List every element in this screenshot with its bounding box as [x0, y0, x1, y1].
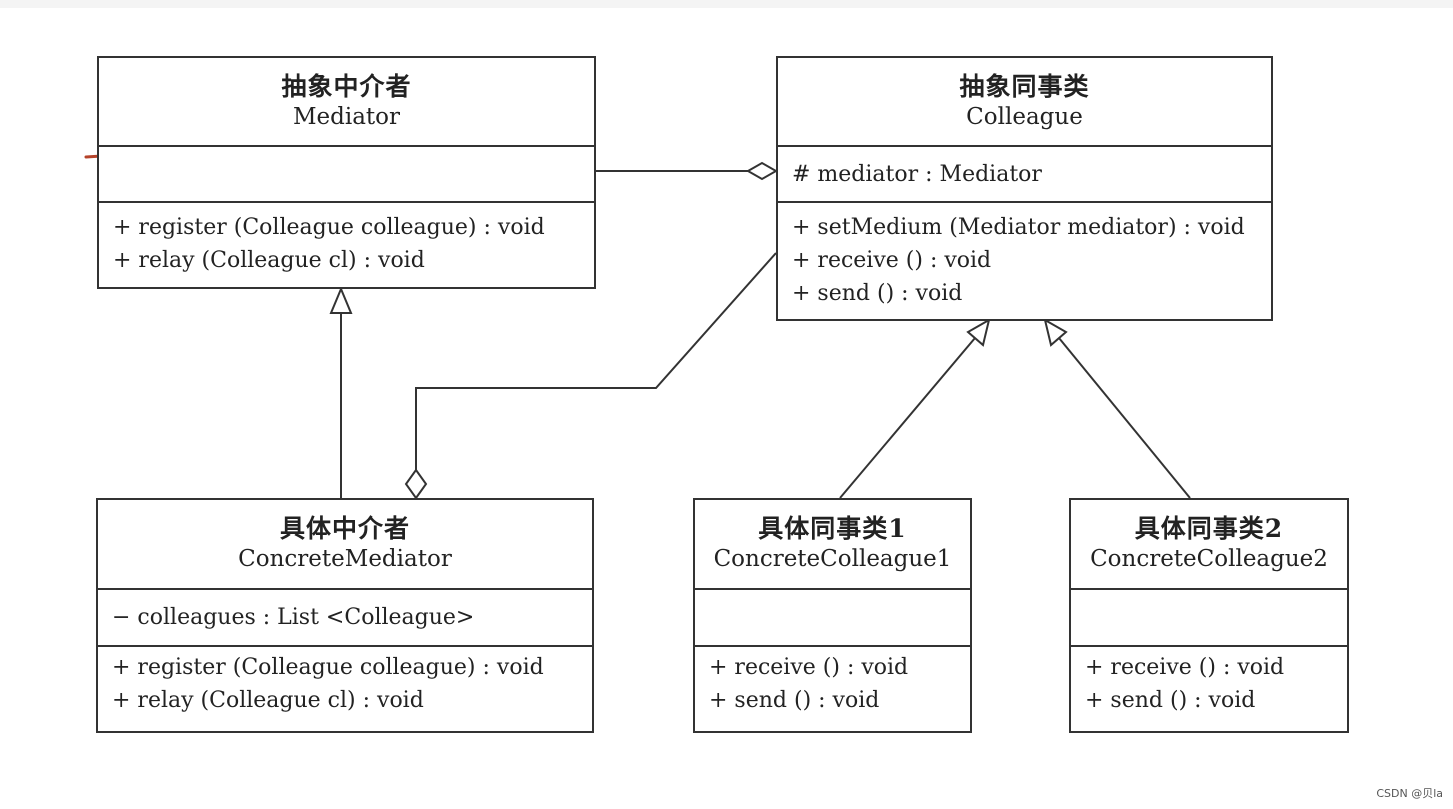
operation: + relay (Colleague cl) : void	[112, 688, 424, 713]
aggregation-diamond-colleague	[745, 161, 779, 181]
operation: + receive () : void	[1085, 655, 1285, 680]
operation: + send () : void	[792, 281, 963, 306]
attributes-section	[1071, 590, 1347, 647]
attribute: # mediator : Mediator	[792, 161, 1042, 187]
class-name-zh: 具体中介者	[279, 514, 410, 543]
class-concrete-mediator: 具体中介者 ConcreteMediator − colleagues : Li…	[96, 498, 594, 733]
generalization-arrow-colleague-2	[1043, 317, 1068, 347]
operations-section: + setMedium (Mediator mediator) : void +…	[778, 203, 1271, 310]
operation: + send () : void	[709, 688, 880, 713]
class-name-section: 具体中介者 ConcreteMediator	[98, 500, 592, 590]
operations-section: + register (Colleague colleague) : void …	[99, 203, 594, 277]
aggregation-colleague-concretemediator	[415, 252, 777, 470]
class-name-zh: 具体同事类1	[758, 514, 907, 543]
class-name-en: ConcreteMediator	[238, 546, 452, 572]
generalization-cc1-colleague	[839, 337, 976, 499]
operation: + setMedium (Mediator mediator) : void	[792, 215, 1245, 240]
class-name-zh: 具体同事类2	[1134, 514, 1284, 543]
operation: + register (Colleague colleague) : void	[113, 215, 545, 240]
class-name-section: 抽象中介者 Mediator	[99, 58, 594, 147]
generalization-arrow-colleague-1	[966, 317, 991, 347]
generalization-cc2-colleague	[1058, 337, 1191, 499]
class-name-section: 具体同事类1 ConcreteColleague1	[695, 500, 970, 590]
attributes-section: # mediator : Mediator	[778, 147, 1271, 203]
operations-section: + register (Colleague colleague) : void …	[98, 647, 592, 717]
class-mediator: 抽象中介者 Mediator + register (Colleague col…	[97, 56, 596, 289]
generalization-arrow-mediator	[329, 286, 353, 314]
operations-section: + receive () : void + send () : void	[1071, 647, 1347, 717]
operation: + receive () : void	[709, 655, 909, 680]
operation: + register (Colleague colleague) : void	[112, 655, 544, 680]
class-name-section: 具体同事类2 ConcreteColleague2	[1071, 500, 1347, 590]
class-concrete-colleague2: 具体同事类2 ConcreteColleague2 + receive () :…	[1069, 498, 1349, 733]
operation: + relay (Colleague cl) : void	[113, 248, 425, 273]
class-concrete-colleague1: 具体同事类1 ConcreteColleague1 + receive () :…	[693, 498, 972, 733]
class-name-en: ConcreteColleague2	[1090, 546, 1328, 572]
class-name-zh: 抽象中介者	[281, 71, 412, 101]
class-name-en: ConcreteColleague1	[713, 546, 952, 572]
operation: + send () : void	[1085, 688, 1256, 713]
aggregation-diamond-concretemediator	[404, 468, 428, 500]
class-name-en: Colleague	[966, 103, 1083, 130]
attribute: − colleagues : List <Colleague>	[112, 605, 475, 630]
operation: + receive () : void	[792, 248, 992, 273]
attributes-section: − colleagues : List <Colleague>	[98, 590, 592, 647]
class-colleague: 抽象同事类 Colleague # mediator : Mediator + …	[776, 56, 1273, 321]
class-name-zh: 抽象同事类	[959, 71, 1090, 101]
class-name-section: 抽象同事类 Colleague	[778, 58, 1271, 147]
attributes-section	[99, 147, 594, 203]
attributes-section	[695, 590, 970, 647]
class-name-en: Mediator	[292, 103, 401, 130]
operations-section: + receive () : void + send () : void	[695, 647, 970, 717]
watermark: CSDN @贝la	[1376, 787, 1443, 800]
top-band	[0, 0, 1453, 8]
